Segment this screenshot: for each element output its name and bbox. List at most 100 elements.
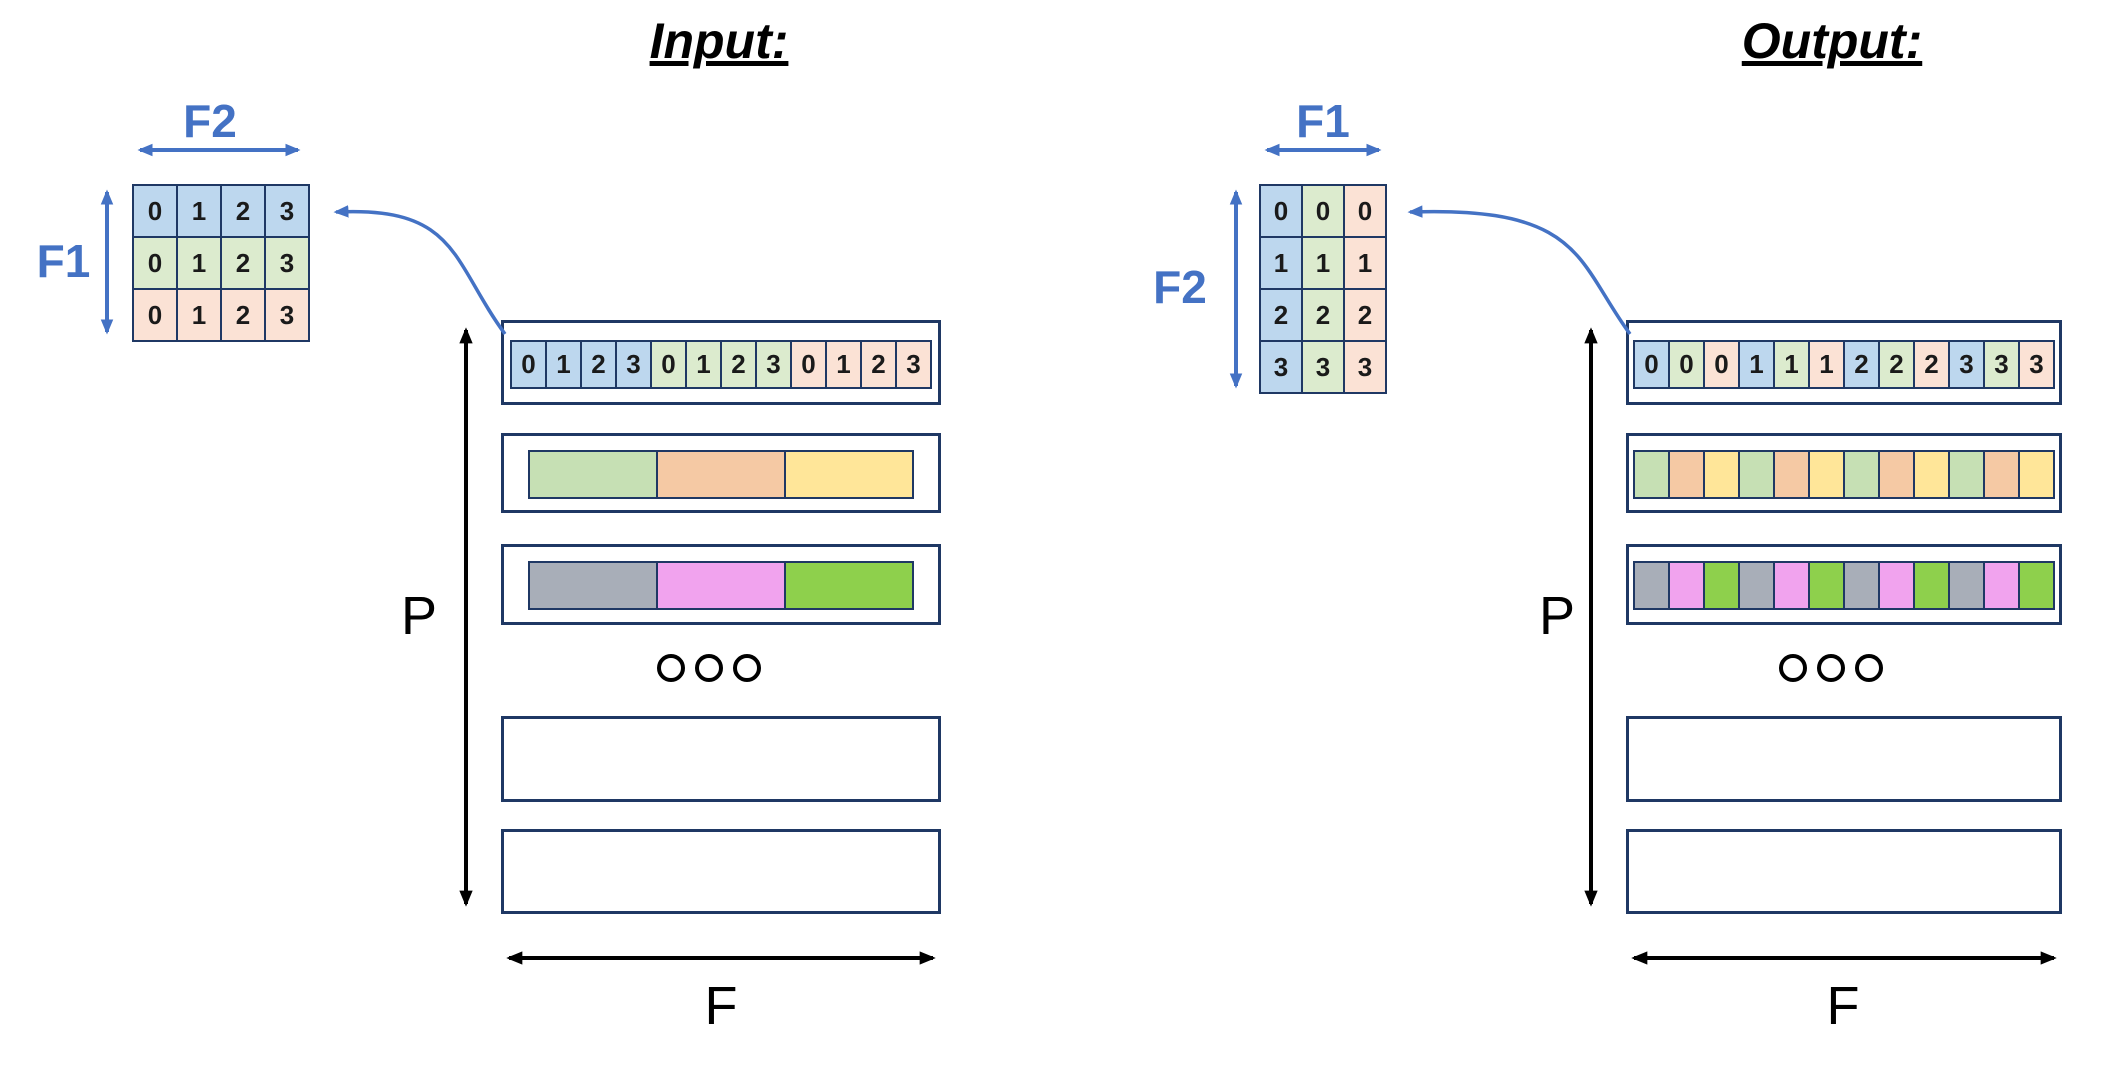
matrix-cell	[1950, 563, 1983, 608]
matrix-cell	[2020, 563, 2053, 608]
output-stack-row-4	[1626, 716, 2062, 802]
matrix-cell	[658, 452, 784, 497]
matrix-cell: 0	[1705, 342, 1738, 387]
matrix-cell: 1	[1345, 238, 1385, 288]
matrix-cell	[1880, 563, 1913, 608]
matrix-cell: 1	[1303, 238, 1343, 288]
matrix-cell: 2	[1880, 342, 1913, 387]
input-stack-row-4	[501, 716, 941, 802]
matrix-cell: 2	[222, 238, 264, 288]
output-ellipsis-icon	[1779, 654, 1883, 682]
matrix-cell	[1950, 452, 1983, 497]
matrix-cell: 2	[862, 342, 895, 387]
input-row-to-grid-arrow	[333, 205, 507, 336]
matrix-cell: 2	[222, 290, 264, 340]
matrix-cell: 0	[134, 290, 176, 340]
matrix-cell: 1	[178, 290, 220, 340]
matrix-cell	[1845, 563, 1878, 608]
matrix-cell: 0	[1635, 342, 1668, 387]
circle-icon	[1817, 654, 1845, 682]
matrix-cell: 1	[1775, 342, 1808, 387]
matrix-cell: 3	[897, 342, 930, 387]
matrix-cell: 2	[222, 186, 264, 236]
matrix-cell: 0	[1345, 186, 1385, 236]
matrix-cell: 1	[178, 238, 220, 288]
matrix-cell: 0	[1303, 186, 1343, 236]
matrix-cell: 1	[687, 342, 720, 387]
output-title: Output:	[1741, 13, 1923, 69]
circle-icon	[733, 654, 761, 682]
matrix-cell	[1915, 563, 1948, 608]
matrix-cell	[1985, 563, 2018, 608]
matrix-cell: 0	[1670, 342, 1703, 387]
matrix-cell: 3	[757, 342, 790, 387]
matrix-cell: 2	[1345, 290, 1385, 340]
input-f-label: F	[704, 976, 738, 1036]
matrix-cell	[1670, 452, 1703, 497]
circle-icon	[695, 654, 723, 682]
matrix-cell	[1635, 563, 1668, 608]
matrix-cell: 3	[266, 186, 308, 236]
matrix-cell	[1915, 452, 1948, 497]
circle-icon	[1779, 654, 1807, 682]
matrix-cell	[658, 563, 784, 608]
matrix-cell	[2020, 452, 2053, 497]
matrix-cell	[530, 452, 656, 497]
output-f1-label: F1	[1296, 95, 1350, 147]
input-title: Input:	[649, 13, 789, 69]
matrix-cell: 2	[722, 342, 755, 387]
matrix-cell: 1	[547, 342, 580, 387]
matrix-cell: 0	[134, 186, 176, 236]
output-row-to-grid-arrow	[1407, 205, 1632, 336]
matrix-cell: 0	[1261, 186, 1301, 236]
matrix-cell	[1775, 452, 1808, 497]
circle-icon	[657, 654, 685, 682]
matrix-cell	[786, 563, 912, 608]
matrix-cell	[1705, 563, 1738, 608]
matrix-cell: 1	[178, 186, 220, 236]
matrix-cell	[786, 452, 912, 497]
matrix-cell	[1670, 563, 1703, 608]
matrix-cell: 3	[1303, 342, 1343, 392]
matrix-cell: 1	[1740, 342, 1773, 387]
matrix-cell	[1635, 452, 1668, 497]
matrix-cell: 2	[1915, 342, 1948, 387]
matrix-cell: 2	[1845, 342, 1878, 387]
matrix-cell: 1	[827, 342, 860, 387]
matrix-cell: 3	[617, 342, 650, 387]
output-row2-cells	[1633, 450, 2055, 499]
output-f-label: F	[1826, 976, 1860, 1036]
matrix-cell	[1740, 563, 1773, 608]
matrix-cell: 0	[792, 342, 825, 387]
output-stack-row-5	[1626, 829, 2062, 914]
matrix-cell	[1810, 452, 1843, 497]
matrix-cell	[1985, 452, 2018, 497]
circle-icon	[1855, 654, 1883, 682]
input-stack-row-5	[501, 829, 941, 914]
input-f1-label: F1	[36, 235, 91, 287]
matrix-cell: 1	[1810, 342, 1843, 387]
matrix-cell: 0	[134, 238, 176, 288]
matrix-cell: 3	[266, 290, 308, 340]
matrix-cell: 2	[1303, 290, 1343, 340]
matrix-cell: 3	[1950, 342, 1983, 387]
input-f2-label: F2	[183, 95, 237, 147]
matrix-cell: 3	[266, 238, 308, 288]
output-p-label: P	[1538, 586, 1576, 646]
matrix-cell	[1705, 452, 1738, 497]
matrix-cell: 3	[1261, 342, 1301, 392]
matrix-cell	[1810, 563, 1843, 608]
matrix-cell	[1845, 452, 1878, 497]
matrix-cell	[1880, 452, 1913, 497]
output-f2-label: F2	[1153, 261, 1207, 313]
input-row3-blocks	[528, 561, 914, 610]
input-ellipsis-icon	[657, 654, 761, 682]
matrix-cell: 0	[512, 342, 545, 387]
matrix-cell: 3	[2020, 342, 2053, 387]
matrix-cell: 3	[1345, 342, 1385, 392]
